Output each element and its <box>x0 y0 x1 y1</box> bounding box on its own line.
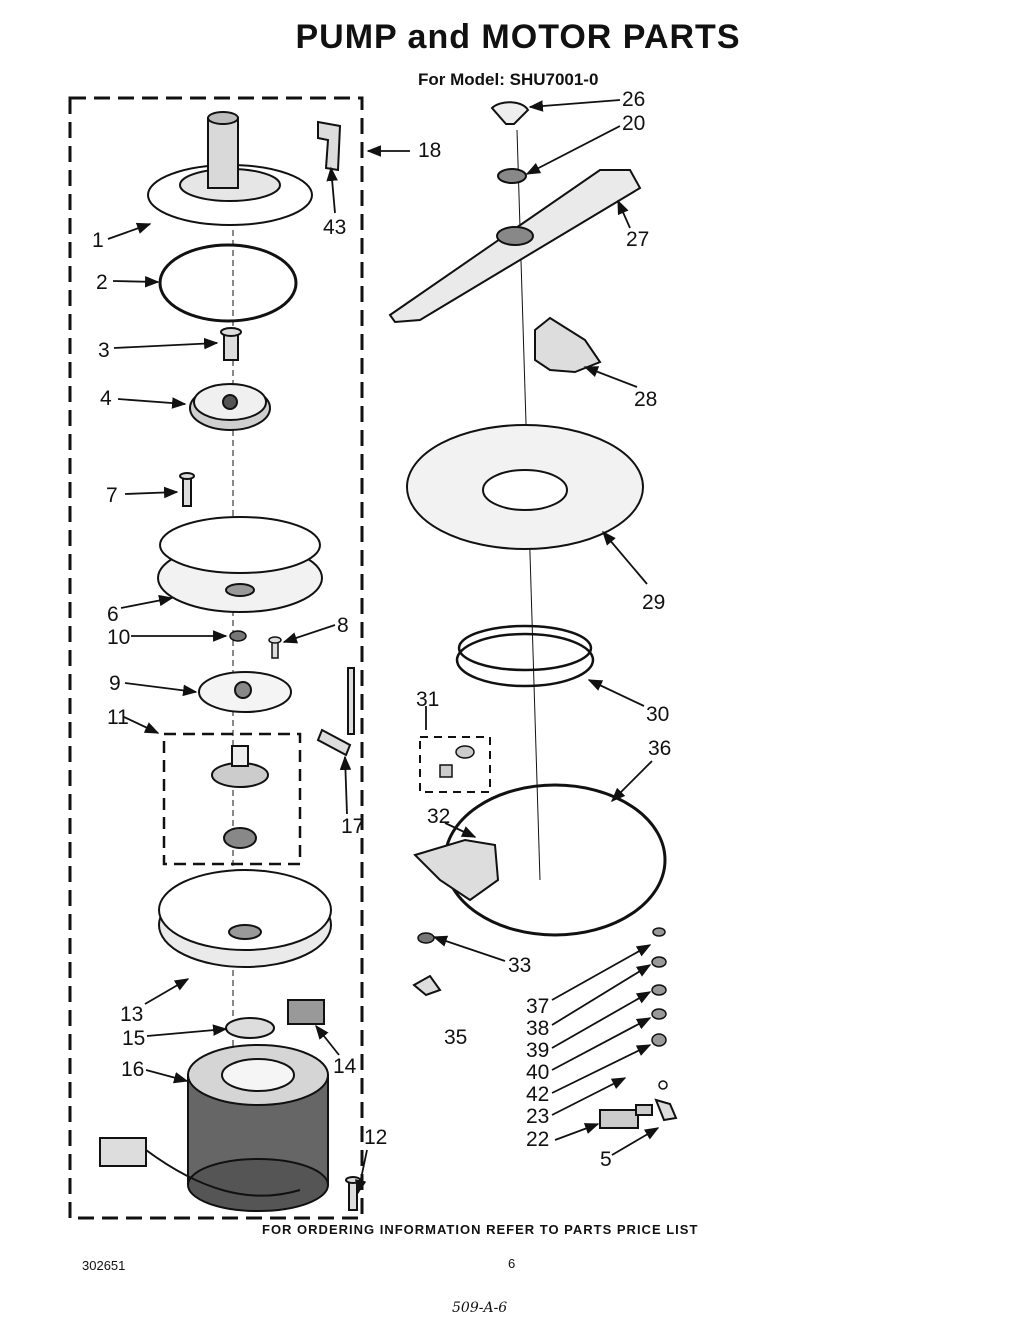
callout-6: 6 <box>107 603 119 626</box>
part-5-clip <box>654 1098 678 1122</box>
callout-14: 14 <box>333 1055 357 1078</box>
part-26-cap <box>490 101 530 125</box>
callout-22: 22 <box>526 1128 549 1151</box>
part-15-washer <box>225 1017 275 1039</box>
callout-4: 4 <box>100 387 112 410</box>
model-subtitle: For Model: SHU7001-0 <box>418 70 599 89</box>
part-2-gasket <box>158 243 298 323</box>
part-22-connector <box>599 1104 653 1129</box>
part-6-pump-base <box>157 516 323 613</box>
callout-37: 37 <box>526 995 549 1018</box>
callout-32: 32 <box>427 805 450 828</box>
page-number: 6 <box>508 1256 516 1271</box>
part-17-lever <box>316 667 355 757</box>
callout-13: 13 <box>120 1003 143 1026</box>
part-12-screw <box>345 1176 361 1211</box>
part-20-washer <box>497 168 527 184</box>
callout-3: 3 <box>98 339 110 362</box>
pump-assembly-boundary <box>68 96 364 1220</box>
callout-18: 18 <box>418 139 441 162</box>
impeller <box>211 745 269 849</box>
callout-40: 40 <box>526 1061 549 1084</box>
callout-27: 27 <box>626 228 649 251</box>
callout-15: 15 <box>122 1027 145 1050</box>
part-33-washer <box>417 932 435 944</box>
callout-42: 42 <box>526 1083 549 1106</box>
callout-20: 20 <box>622 112 645 135</box>
part-27-spray-arm <box>388 169 642 324</box>
part-13-motor-mount <box>158 869 332 968</box>
part-10-washer <box>229 630 247 642</box>
part-30-seal-ring <box>455 624 595 688</box>
impeller-subassembly-boundary <box>162 732 302 866</box>
callout-39: 39 <box>526 1039 549 1062</box>
callout-26: 26 <box>622 88 645 111</box>
callout-35: 35 <box>444 1026 467 1049</box>
part-9-plate <box>198 671 292 713</box>
part-16-motor <box>99 1044 329 1212</box>
part-3-fitting <box>220 327 242 361</box>
callout-7: 7 <box>106 484 118 507</box>
callout-17: 17 <box>341 815 364 838</box>
part-14-block <box>287 999 325 1025</box>
part-8-screw <box>268 636 282 659</box>
callout-16: 16 <box>121 1058 144 1081</box>
part-35-clip <box>412 974 442 997</box>
callout-43: 43 <box>323 216 346 239</box>
callout-12: 12 <box>364 1126 387 1149</box>
page-title: PUMP and MOTOR PARTS <box>295 18 741 56</box>
part-4-disc <box>189 383 271 431</box>
callout-5: 5 <box>600 1148 612 1171</box>
part-7-screw <box>179 472 195 507</box>
callout-10: 10 <box>107 626 130 649</box>
ordering-note: FOR ORDERING INFORMATION REFER TO PARTS … <box>262 1222 699 1237</box>
part-31-parts <box>439 745 475 778</box>
callout-11: 11 <box>107 706 129 729</box>
callout-36: 36 <box>648 737 671 760</box>
callout-28: 28 <box>634 388 657 411</box>
part-32-bracket <box>413 838 500 902</box>
part-43-clip <box>317 120 342 172</box>
part-29-filter-screen <box>406 424 644 550</box>
document-number: 302651 <box>82 1258 126 1273</box>
callout-9: 9 <box>109 672 121 695</box>
callout-31: 31 <box>416 688 439 711</box>
callout-1: 1 <box>92 229 104 252</box>
callout-23: 23 <box>526 1105 549 1128</box>
part-31-boundary <box>419 736 491 793</box>
callout-29: 29 <box>642 591 665 614</box>
callout-38: 38 <box>526 1017 549 1040</box>
callout-33: 33 <box>508 954 531 977</box>
part-28-deflector <box>534 316 602 374</box>
fastener-stack <box>651 927 668 1090</box>
callout-30: 30 <box>646 703 669 726</box>
callout-2: 2 <box>96 271 108 294</box>
part-1-pump-housing <box>147 111 313 226</box>
handwritten-note: 509-A-6 <box>452 1300 508 1316</box>
callout-8: 8 <box>337 614 349 637</box>
